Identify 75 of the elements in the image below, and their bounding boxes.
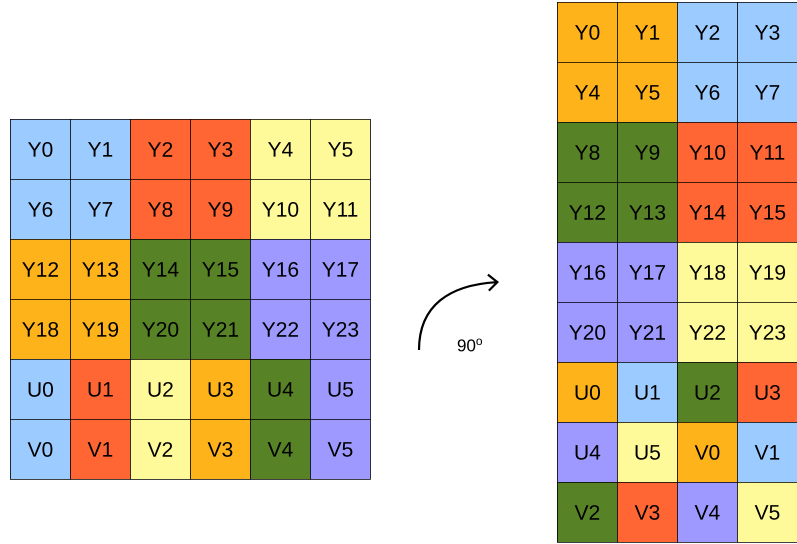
grid-cell: U4 — [250, 359, 311, 420]
grid-cell: Y7 — [70, 179, 131, 240]
grid-cell: Y18 — [10, 299, 71, 360]
grid-cell: Y11 — [310, 179, 371, 240]
grid-cell: Y21 — [190, 299, 251, 360]
grid-cell: Y16 — [250, 239, 311, 300]
grid-cell: Y5 — [310, 119, 371, 180]
grid-cell: Y4 — [557, 62, 618, 123]
grid-cell: Y17 — [310, 239, 371, 300]
grid-cell: Y23 — [737, 302, 797, 363]
grid-cell: Y1 — [617, 2, 678, 63]
grid-cell: V1 — [737, 422, 797, 483]
grid-cell: Y15 — [737, 182, 797, 243]
grid-cell: V0 — [10, 419, 71, 480]
grid-cell: Y1 — [70, 119, 131, 180]
grid-cell: V2 — [130, 419, 191, 480]
grid-cell: Y23 — [310, 299, 371, 360]
grid-cell: Y15 — [190, 239, 251, 300]
grid-cell: Y20 — [557, 302, 618, 363]
grid-cell: V2 — [557, 482, 618, 543]
grid-cell: U0 — [10, 359, 71, 420]
grid-cell: Y10 — [250, 179, 311, 240]
grid-cell: V3 — [617, 482, 678, 543]
grid-cell: Y21 — [617, 302, 678, 363]
grid-cell: V3 — [190, 419, 251, 480]
grid-cell: Y5 — [617, 62, 678, 123]
grid-cell: Y22 — [250, 299, 311, 360]
grid-cell: Y8 — [557, 122, 618, 183]
grid-cell: Y13 — [70, 239, 131, 300]
grid-cell: V5 — [737, 482, 797, 543]
grid-cell: Y12 — [557, 182, 618, 243]
grid-cell: U3 — [190, 359, 251, 420]
grid-cell: Y7 — [737, 62, 797, 123]
grid-cell: Y2 — [677, 2, 738, 63]
grid-cell: V4 — [250, 419, 311, 480]
grid-cell: Y19 — [737, 242, 797, 303]
grid-cell: U4 — [557, 422, 618, 483]
grid-cell: Y10 — [677, 122, 738, 183]
grid-cell: Y20 — [130, 299, 191, 360]
grid-cell: Y14 — [677, 182, 738, 243]
grid-cell: Y22 — [677, 302, 738, 363]
grid-cell: Y17 — [617, 242, 678, 303]
grid-cell: V0 — [677, 422, 738, 483]
grid-cell: Y16 — [557, 242, 618, 303]
grid-cell: Y3 — [737, 2, 797, 63]
grid-cell: V1 — [70, 419, 131, 480]
grid-cell: Y6 — [10, 179, 71, 240]
grid-cell: Y2 — [130, 119, 191, 180]
grid-cell: U5 — [617, 422, 678, 483]
grid-cell: U2 — [677, 362, 738, 423]
grid-cell: Y18 — [677, 242, 738, 303]
grid-cell: V5 — [310, 419, 371, 480]
grid-cell: Y0 — [557, 2, 618, 63]
grid-cell: Y8 — [130, 179, 191, 240]
grid-cell: U0 — [557, 362, 618, 423]
node-label: Y3 — [755, 24, 780, 40]
grid-cell: Y12 — [10, 239, 71, 300]
grid-cell: Y13 — [617, 182, 678, 243]
grid-cell: Y11 — [737, 122, 797, 183]
grid-cell: Y3 — [190, 119, 251, 180]
grid-cell: Y9 — [617, 122, 678, 183]
grid-cell: V4 — [677, 482, 738, 543]
grid-cell: Y4 — [250, 119, 311, 180]
grid-cell: U3 — [737, 362, 797, 423]
grid-cell: Y14 — [130, 239, 191, 300]
grid-cell: U2 — [130, 359, 191, 420]
node-label: Y11 — [750, 145, 784, 160]
grid-cell: U5 — [310, 359, 371, 420]
grid-cell: U1 — [70, 359, 131, 420]
grid-cell: Y19 — [70, 299, 131, 360]
grid-cell: Y6 — [677, 62, 738, 123]
angle-label: 90$^{o}$ — [458, 338, 482, 352]
grid-cell: Y9 — [190, 179, 251, 240]
grid-cell: U1 — [617, 362, 678, 423]
grid-cell: Y0 — [10, 119, 71, 180]
